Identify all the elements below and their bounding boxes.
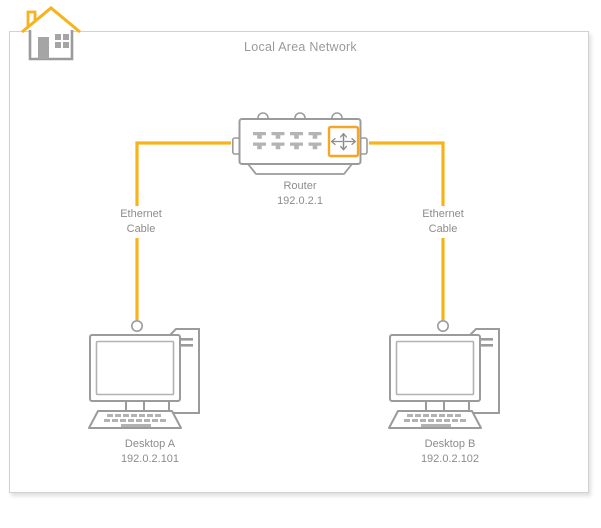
router-icon[interactable] [232, 108, 368, 184]
monitor-screen [95, 340, 175, 396]
desktop-a-ip: 192.0.2.101 [120, 453, 180, 465]
keyboard-keys [104, 414, 166, 427]
desktop-a-label: Desktop A 192.0.2.101 [85, 437, 215, 467]
desktop-b-label: Desktop B 192.0.2.102 [385, 437, 515, 467]
page-title: Local Area Network [244, 40, 357, 54]
router-label: Router 192.0.2.1 [235, 179, 365, 209]
router-antenna-1-icon [257, 112, 269, 119]
monitor-screen [395, 340, 475, 396]
cable-a-label-line2: Cable [126, 223, 156, 235]
router-ip: 192.0.2.1 [277, 195, 323, 207]
desktop-b-name: Desktop B [424, 438, 476, 450]
keyboard-keys [404, 414, 466, 427]
router-antenna-3-icon [331, 112, 343, 119]
router-base-icon [247, 163, 353, 175]
cable-b-label-line2: Cable [428, 223, 458, 235]
ethernet-cable-b-label: Ethernet Cable [400, 206, 486, 238]
monitor-stand [425, 400, 445, 412]
four-way-arrows-icon [327, 125, 360, 158]
desktop-b-icon[interactable] [381, 315, 513, 433]
cable-b-label-line1: Ethernet [422, 208, 464, 220]
router-ports-group [253, 132, 322, 150]
desktop-a-icon[interactable] [81, 315, 213, 433]
ethernet-cable-a-label: Ethernet Cable [98, 206, 184, 238]
router-antenna-2-icon [294, 112, 306, 119]
desktop-b-ip: 192.0.2.102 [420, 453, 480, 465]
desktop-a-name: Desktop A [124, 438, 176, 450]
cable-a-label-line1: Ethernet [120, 208, 162, 220]
house-icon [14, 3, 82, 65]
monitor-stand [125, 400, 145, 412]
router-name: Router [283, 180, 317, 192]
